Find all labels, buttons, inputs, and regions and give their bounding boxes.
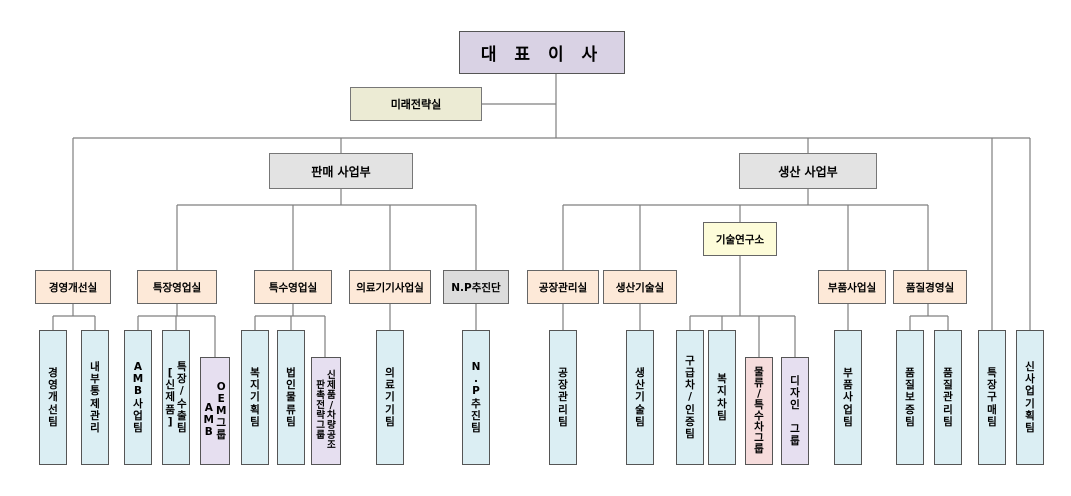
sales-division-box: 판매 사업부	[269, 153, 413, 189]
dept-np: N.P추진단	[443, 270, 509, 304]
dept-medical: 의료기기사업실	[349, 270, 431, 304]
dept-mgmt-improve: 경영개선실	[35, 270, 111, 304]
ceo-box: 대 표 이 사	[459, 31, 625, 74]
strategy-office-box: 미래전략실	[350, 87, 482, 121]
dept-special-sales: 특장영업실	[137, 270, 217, 304]
production-division-box: 생산 사업부	[739, 153, 877, 189]
dept-quality: 품질경영실	[893, 270, 967, 304]
dept-prod-tech: 생산기술실	[603, 270, 677, 304]
dept-factory: 공장관리실	[527, 270, 599, 304]
dept-rnd: 기술연구소	[703, 222, 777, 256]
dept-special-biz: 특수영업실	[254, 270, 332, 304]
dept-parts: 부품사업실	[818, 270, 886, 304]
